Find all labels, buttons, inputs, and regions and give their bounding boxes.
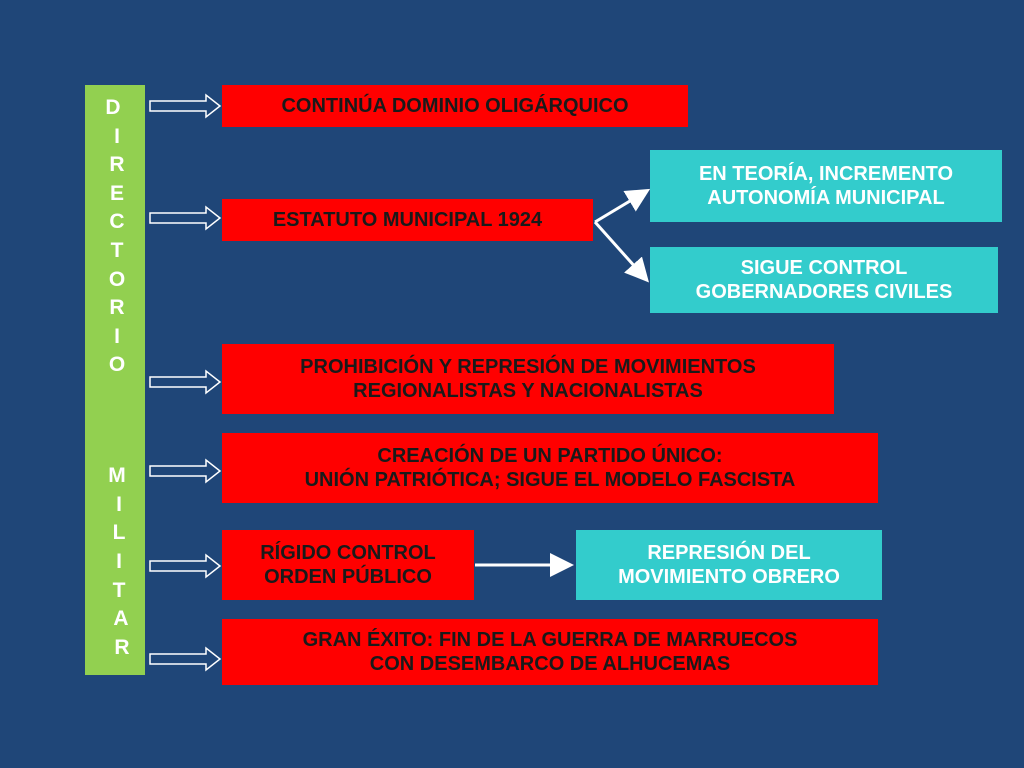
bar-letter: D bbox=[105, 96, 121, 119]
box-rigido-control: RÍGIDO CONTROL ORDEN PÚBLICO bbox=[222, 530, 474, 600]
bar-letter: T bbox=[110, 239, 124, 262]
box-text: PROHIBICIÓN Y REPRESIÓN DE MOVIMIENTOS bbox=[300, 356, 756, 378]
bar-letter: C bbox=[109, 210, 125, 233]
bar-letter: R bbox=[109, 296, 125, 319]
directorio-militar-bar: D I R E C T O R I O M I L I T A R bbox=[85, 85, 145, 675]
box-text: AUTONOMÍA MUNICIPAL bbox=[707, 187, 945, 209]
block-arrow bbox=[149, 553, 222, 579]
block-arrow bbox=[149, 205, 222, 231]
bar-letter: A bbox=[113, 607, 129, 630]
box-estatuto-municipal: ESTATUTO MUNICIPAL 1924 bbox=[222, 199, 593, 241]
bar-letter: M bbox=[108, 464, 126, 487]
box-dominio-oligarquico: CONTINÚA DOMINIO OLIGÁRQUICO bbox=[222, 85, 688, 127]
box-text: RÍGIDO CONTROL bbox=[260, 542, 436, 564]
box-represion-obrera: REPRESIÓN DEL MOVIMIENTO OBRERO bbox=[576, 530, 882, 600]
bar-letter: T bbox=[112, 579, 126, 602]
box-text: CREACIÓN DE UN PARTIDO ÚNICO: bbox=[377, 445, 723, 467]
box-text: EN TEORÍA, INCREMENTO bbox=[698, 163, 954, 185]
block-arrow bbox=[149, 646, 222, 672]
block-arrow bbox=[149, 93, 222, 119]
bar-letter: E bbox=[109, 182, 124, 205]
box-text: GRAN ÉXITO: FIN DE LA GUERRA DE MARRUECO… bbox=[302, 629, 798, 651]
block-arrow bbox=[149, 458, 222, 484]
box-sigue-control: SIGUE CONTROL GOBERNADORES CIVILES bbox=[650, 247, 998, 313]
block-arrow bbox=[149, 369, 222, 395]
box-text: GOBERNADORES CIVILES bbox=[695, 281, 953, 303]
bar-letter: I bbox=[114, 325, 120, 348]
box-partido-unico: CREACIÓN DE UN PARTIDO ÚNICO: UNIÓN PATR… bbox=[222, 433, 878, 503]
box-teoria-autonomia: EN TEORÍA, INCREMENTO AUTONOMÍA MUNICIPA… bbox=[650, 150, 1002, 222]
box-text: CONTINÚA DOMINIO OLIGÁRQUICO bbox=[281, 95, 629, 117]
box-text: REGIONALISTAS Y NACIONALISTAS bbox=[353, 380, 703, 402]
bar-letter: I bbox=[114, 125, 120, 148]
box-text: MOVIMIENTO OBRERO bbox=[618, 566, 840, 588]
branch-arrow-up bbox=[594, 188, 651, 224]
box-text: REPRESIÓN DEL bbox=[647, 542, 811, 564]
box-text: ESTATUTO MUNICIPAL 1924 bbox=[272, 209, 543, 231]
box-text: UNIÓN PATRIÓTICA; SIGUE EL MODELO FASCIS… bbox=[304, 469, 796, 491]
bar-letter: O bbox=[108, 353, 126, 376]
box-prohibicion: PROHIBICIÓN Y REPRESIÓN DE MOVIMIENTOS R… bbox=[222, 344, 834, 414]
bar-letter: I bbox=[116, 550, 122, 573]
bar-letter: I bbox=[116, 493, 122, 516]
box-gran-exito: GRAN ÉXITO: FIN DE LA GUERRA DE MARRUECO… bbox=[222, 619, 878, 685]
bar-letter: R bbox=[114, 636, 130, 659]
branch-arrow-down bbox=[593, 221, 649, 283]
bar-letter: R bbox=[109, 153, 125, 176]
box-text: ORDEN PÚBLICO bbox=[264, 566, 432, 588]
box-text: CON DESEMBARCO DE ALHUCEMAS bbox=[369, 653, 731, 675]
bar-letter: O bbox=[108, 268, 126, 291]
box-text: SIGUE CONTROL bbox=[740, 257, 908, 279]
bar-letter: L bbox=[112, 521, 126, 544]
